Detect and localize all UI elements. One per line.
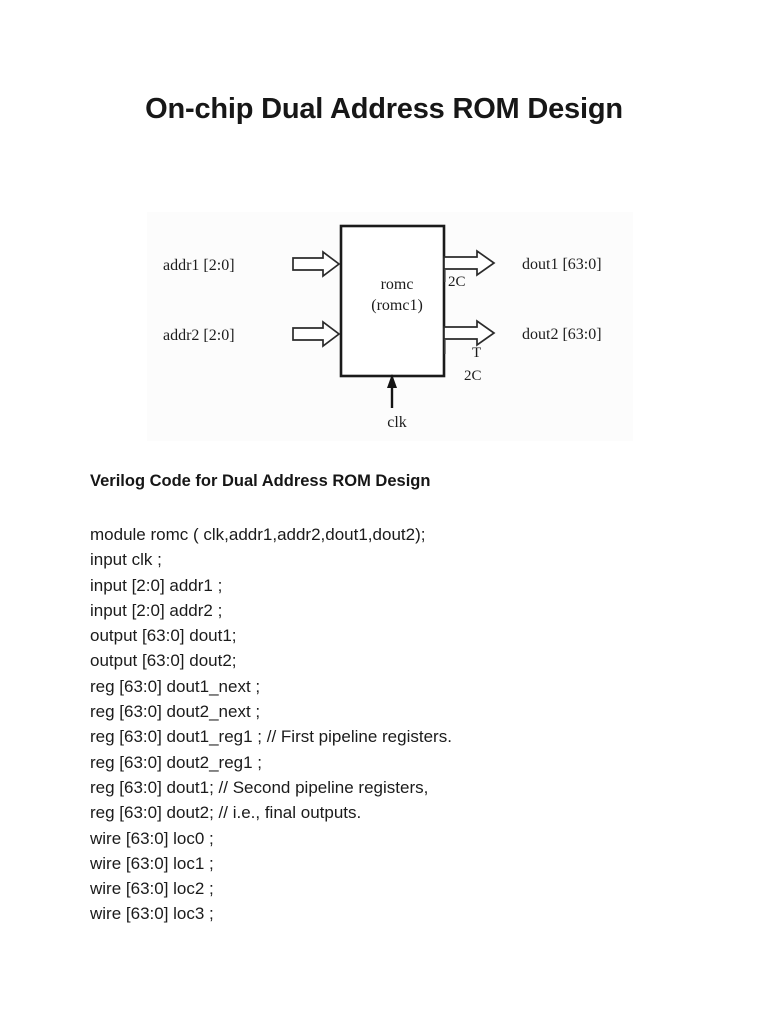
code-line: wire [63:0] loc1 ; [90,853,214,873]
code-line: reg [63:0] dout2_reg1 ; [90,752,263,772]
verilog-code-listing: module romc ( clk,addr1,addr2,dout1,dout… [90,522,690,927]
section-heading: Verilog Code for Dual Address ROM Design [90,472,431,490]
output-arrow-dout2 [443,319,496,347]
figure-block-name-line1: romc [380,276,414,293]
figure-label-dout2: dout2 [63:0] [522,326,602,343]
code-line: reg [63:0] dout2_next ; [90,702,261,722]
figure-label-addr2: addr2 [2:0] [163,327,235,344]
page-title: On-chip Dual Address ROM Design [145,93,623,125]
code-line: reg [63:0] dout1; // Second pipeline reg… [90,777,429,797]
input-arrow-addr1 [292,250,341,278]
code-line: module romc ( clk,addr1,addr2,dout1,dout… [90,525,426,544]
input-arrow-addr2 [292,320,341,348]
code-line: input [2:0] addr2 ; [90,600,223,620]
clock-arrowhead [387,374,397,388]
code-line: output [63:0] dout1; [90,626,237,646]
code-line: wire [63:0] loc3 ; [90,904,214,924]
code-line: wire [63:0] loc2 ; [90,879,214,899]
figure-label-dout1: dout1 [63:0] [522,256,602,273]
code-line: reg [63:0] dout2; // i.e., final outputs… [90,803,362,823]
code-line: input [2:0] addr1 ; [90,575,223,595]
code-line: output [63:0] dout2; [90,651,237,671]
output-arrow-dout1 [443,249,496,277]
figure-block-name: romc (romc1) [347,274,447,316]
romc-module-box [339,224,446,378]
code-line: reg [63:0] dout1_next ; [90,676,261,696]
figure-label-clk: clk [387,414,407,431]
code-line: input clk ; [90,550,162,570]
figure-annotation-bottom: 2C [464,368,482,384]
figure-annotation-mid: T [472,345,482,361]
code-line: wire [63:0] loc0 ; [90,828,214,848]
figure-annotation-top: 2C [448,274,466,290]
figure-block-name-line2: (romc1) [371,297,423,314]
code-line: reg [63:0] dout1_reg1 ; // First pipelin… [90,727,452,747]
figure-label-addr1: addr1 [2:0] [163,257,235,274]
block-diagram-figure: addr1 [2:0] addr2 [2:0] dout1 [63:0] dou… [147,212,633,441]
block-diagram-graphics [292,224,496,408]
